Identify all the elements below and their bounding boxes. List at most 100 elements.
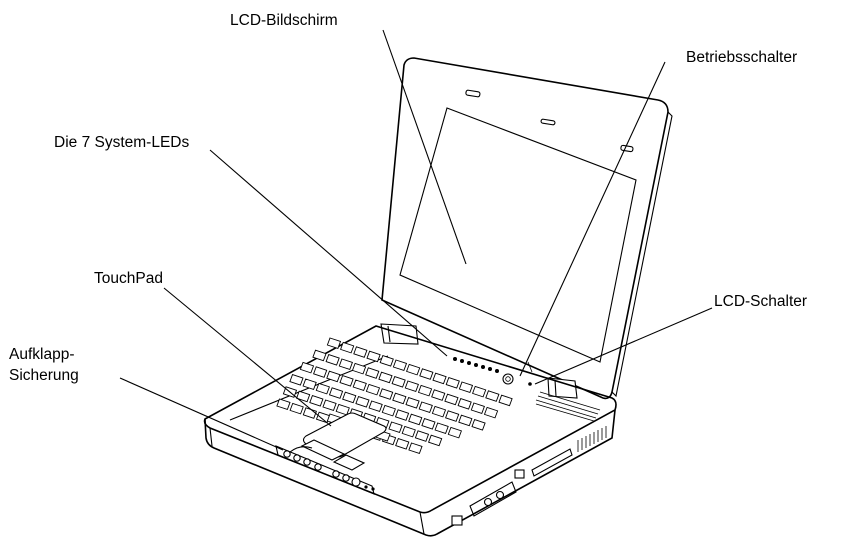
hinge-right [547, 377, 578, 399]
label-touchpad: TouchPad [94, 270, 163, 287]
laptop-lid [380, 57, 673, 400]
keyboard-key [388, 421, 403, 434]
bezel-latch-right [620, 144, 634, 153]
keyboard-key [338, 358, 353, 371]
keyboard-key [445, 377, 460, 389]
label-lcd-screen: LCD-Bildschirm [230, 12, 338, 29]
keyboard-key [326, 370, 341, 383]
keyboard-key [276, 398, 291, 411]
keyboard-key [401, 425, 416, 438]
keyboard-key [289, 402, 304, 415]
keyboard-key [365, 383, 381, 396]
keyboard-key [335, 403, 350, 416]
side-port-square [514, 469, 525, 479]
keyboard-key [353, 346, 368, 358]
keyboard-key [368, 400, 383, 413]
keyboard-key [339, 375, 354, 387]
keyboard-key [406, 363, 421, 376]
keyboard-key [365, 367, 380, 379]
keyboard-key [328, 387, 344, 399]
keyboard-key [419, 368, 434, 380]
keyboard-key [312, 349, 327, 362]
callout-line-power-switch [519, 61, 666, 377]
keyboard-key [379, 355, 394, 367]
keyboard-key [447, 426, 462, 439]
label-system-leds: Die 7 System-LEDs [54, 134, 190, 151]
keyboard-key [355, 396, 370, 408]
keyboard-key [395, 438, 410, 450]
keyboard-key [431, 389, 446, 401]
keyboard-key [405, 397, 420, 409]
touchpad-right-button [332, 454, 366, 471]
rear-vent [535, 391, 601, 422]
keyboard-key [313, 366, 328, 378]
keyboard-key [414, 430, 430, 442]
keyboard-key [289, 374, 304, 386]
lcd-switch [528, 382, 532, 386]
keyboard-key [366, 350, 381, 363]
callout-line-touchpad [163, 287, 332, 427]
keyboard-key [408, 413, 423, 426]
keyboard-key [340, 341, 355, 354]
label-lcd-switch: LCD-Schalter [714, 293, 808, 310]
keyboard-key [421, 418, 436, 430]
keyboard-key [417, 384, 433, 397]
keyboard-key [471, 419, 486, 431]
callout-line-lcd-switch [534, 307, 713, 385]
touchpad-left-button [300, 439, 346, 461]
front-jack-1 [332, 470, 340, 478]
front-jack-2 [342, 474, 350, 482]
side-port-front [451, 515, 463, 526]
keyboard-key [408, 442, 423, 455]
label-power-switch: Betriebsschalter [686, 49, 798, 66]
label-latch-line1: Aufklapp- [9, 346, 75, 363]
keyboard-key [379, 388, 394, 400]
keyboard-key [325, 354, 340, 366]
keyboard-key [351, 362, 367, 375]
keyboard [276, 337, 513, 455]
touchpad [289, 412, 387, 471]
front-button-1 [283, 450, 291, 458]
keyboard-key [428, 434, 443, 447]
keyboard-key [315, 382, 330, 395]
keyboard-key [299, 361, 315, 374]
keyboard-key [392, 359, 408, 372]
label-latch-line2: Sicherung [9, 367, 79, 384]
lcd-screen-area [399, 107, 637, 363]
keyboard-key [432, 372, 447, 385]
keyboard-key [342, 391, 357, 404]
keyboard-key [326, 337, 342, 350]
keyboard-key [322, 399, 337, 412]
keyboard-key [418, 401, 433, 414]
keyboard-key [458, 381, 474, 394]
keyboard-key [444, 393, 459, 406]
keyboard-key [296, 390, 311, 403]
power-button [502, 373, 514, 385]
front-button-4 [314, 463, 322, 471]
callout-line-lcd-screen [382, 29, 467, 265]
keyboard-key [498, 394, 513, 407]
keyboard-key [404, 380, 419, 393]
keyboard-key [378, 371, 393, 384]
side-vent [577, 426, 607, 452]
bezel-latch-center [540, 118, 556, 126]
front-panel-strip [275, 445, 375, 495]
keyboard-key [392, 392, 407, 405]
callout-lines [119, 29, 713, 451]
front-jack-3 [351, 477, 361, 487]
keyboard-key [445, 410, 460, 422]
keyboard-key [431, 405, 447, 418]
callout-line-system-leds [209, 149, 448, 357]
keyboard-key [394, 409, 410, 421]
front-button-2 [293, 454, 301, 462]
keyboard-key [302, 407, 317, 419]
keyboard-key [391, 376, 406, 388]
laptop-base [203, 325, 617, 537]
keyboard-key [457, 398, 472, 410]
side-port-panel [469, 481, 517, 517]
callout-line-latch [119, 377, 284, 451]
keyboard-key [485, 390, 500, 402]
keyboard-key [381, 404, 396, 417]
